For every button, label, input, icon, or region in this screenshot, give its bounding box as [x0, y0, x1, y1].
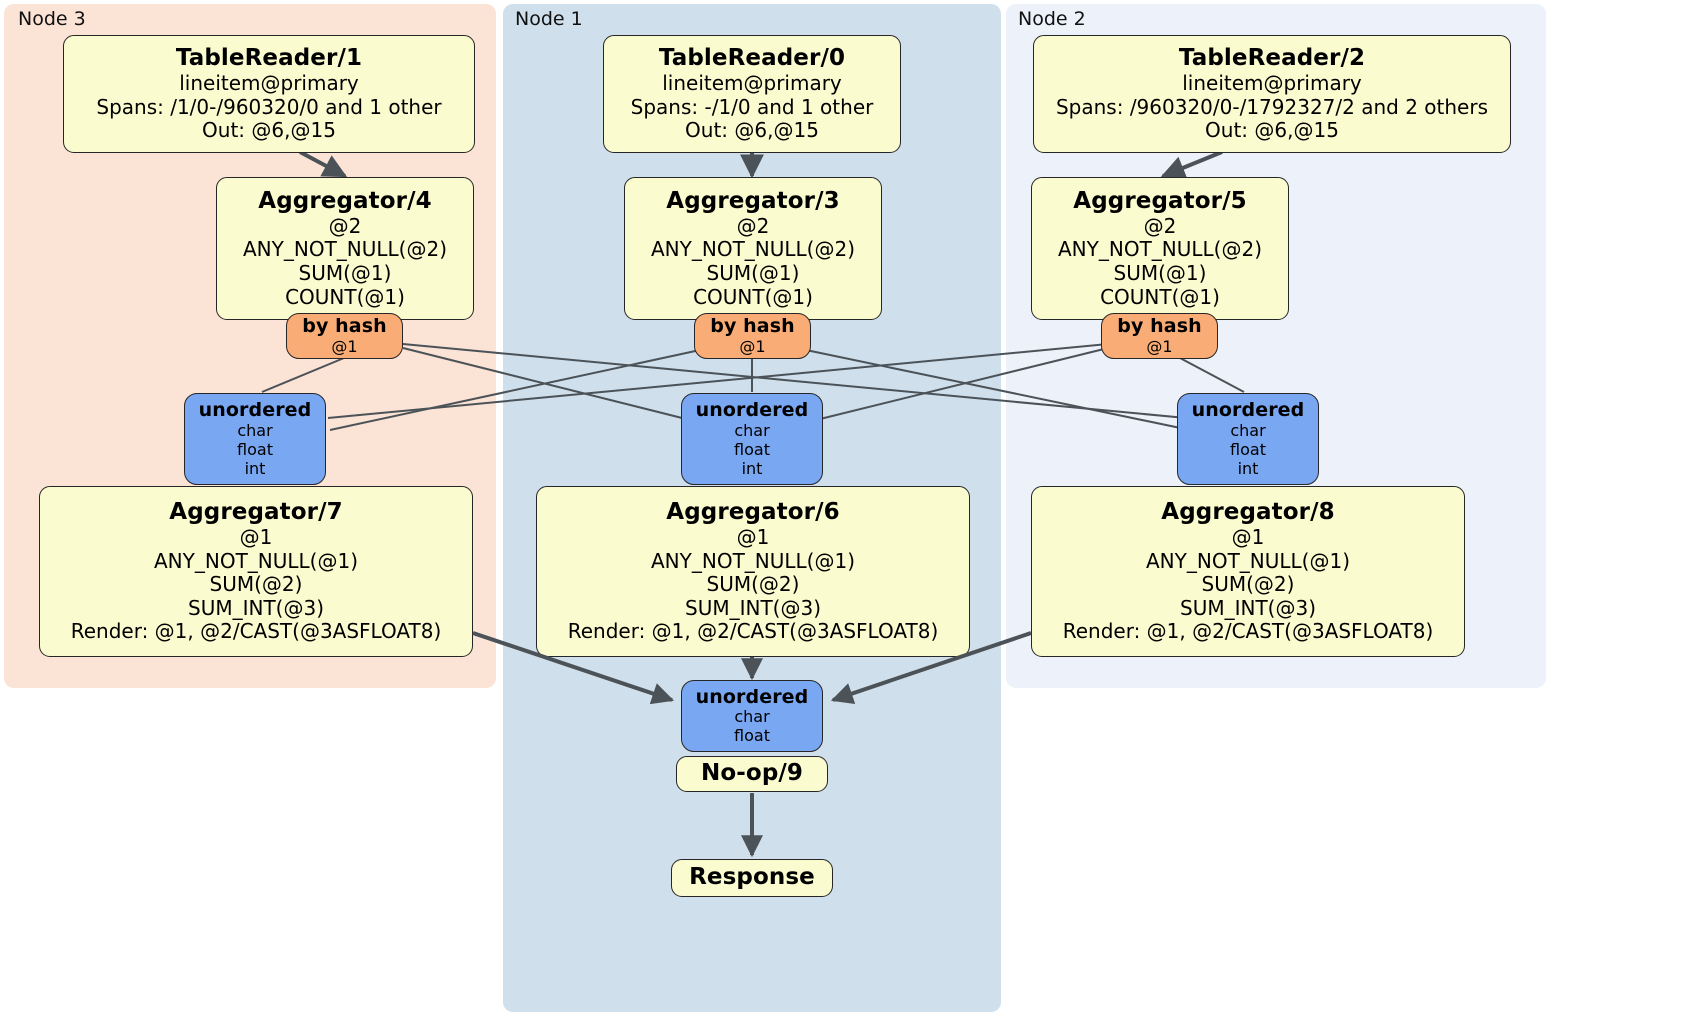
- node-line: @2: [328, 213, 362, 238]
- node-line: lineitem@primary: [662, 71, 842, 96]
- node-line: float: [1230, 439, 1266, 459]
- node-line: ANY_NOT_NULL(@2): [651, 237, 855, 262]
- node-title: unordered: [695, 685, 809, 708]
- node-title: Aggregator/3: [666, 187, 840, 214]
- node-sync-unordered-right[interactable]: unordered char float int: [1177, 393, 1319, 485]
- node-line: @1: [1146, 336, 1173, 356]
- node-no-op-9[interactable]: No-op/9: [676, 756, 828, 792]
- node-aggregator-8[interactable]: Aggregator/8 @1 ANY_NOT_NULL(@1) SUM(@2)…: [1031, 486, 1465, 657]
- cluster-node-1-label: Node 1: [515, 8, 583, 30]
- node-table-reader-2[interactable]: TableReader/2 lineitem@primary Spans: /9…: [1033, 35, 1511, 153]
- node-line: SUM(@2): [706, 572, 800, 597]
- node-title: TableReader/0: [658, 45, 846, 72]
- node-line: Spans: /1/0-/960320/0 and 1 other: [96, 94, 442, 119]
- node-line: char: [237, 420, 273, 440]
- node-line: ANY_NOT_NULL(@1): [154, 548, 358, 573]
- node-title: unordered: [1191, 399, 1305, 422]
- node-aggregator-6[interactable]: Aggregator/6 @1 ANY_NOT_NULL(@1) SUM(@2)…: [536, 486, 970, 657]
- node-line: int: [1237, 458, 1259, 478]
- node-line: ANY_NOT_NULL(@1): [651, 548, 855, 573]
- node-line: @1: [739, 336, 766, 356]
- node-title: Aggregator/7: [169, 498, 343, 525]
- node-router-by-hash-left[interactable]: by hash @1: [286, 313, 403, 359]
- node-line: ANY_NOT_NULL(@2): [243, 237, 447, 262]
- node-response[interactable]: Response: [671, 859, 833, 897]
- cluster-node-3-label: Node 3: [18, 8, 86, 30]
- node-title: Aggregator/5: [1073, 187, 1247, 214]
- node-router-by-hash-center[interactable]: by hash @1: [694, 313, 811, 359]
- node-title: unordered: [198, 399, 312, 422]
- node-aggregator-7[interactable]: Aggregator/7 @1 ANY_NOT_NULL(@1) SUM(@2)…: [39, 486, 473, 657]
- node-line: @1: [239, 525, 273, 550]
- node-line: SUM_INT(@3): [685, 595, 821, 620]
- node-line: @1: [736, 525, 770, 550]
- node-router-by-hash-right[interactable]: by hash @1: [1101, 313, 1218, 359]
- node-line: float: [237, 439, 273, 459]
- node-line: Spans: -/1/0 and 1 other: [630, 94, 874, 119]
- node-line: char: [734, 707, 770, 727]
- node-title: Aggregator/6: [666, 498, 840, 525]
- node-aggregator-5[interactable]: Aggregator/5 @2 ANY_NOT_NULL(@2) SUM(@1)…: [1031, 177, 1289, 320]
- node-title: by hash: [710, 315, 795, 338]
- node-line: Spans: /960320/0-/1792327/2 and 2 others: [1055, 94, 1488, 119]
- node-line: Out: @6,@15: [1205, 118, 1339, 143]
- node-sync-unordered-left[interactable]: unordered char float int: [184, 393, 326, 485]
- node-line: @2: [736, 213, 770, 238]
- node-title: Aggregator/4: [258, 187, 432, 214]
- node-line: @1: [1231, 525, 1265, 550]
- node-line: @1: [331, 336, 358, 356]
- node-line: COUNT(@1): [693, 284, 813, 309]
- node-line: Out: @6,@15: [202, 118, 336, 143]
- node-title: by hash: [302, 315, 387, 338]
- node-line: Render: @1, @2/CAST(@3ASFLOAT8): [1062, 619, 1434, 644]
- node-line: Render: @1, @2/CAST(@3ASFLOAT8): [567, 619, 939, 644]
- node-line: SUM_INT(@3): [188, 595, 324, 620]
- node-aggregator-3[interactable]: Aggregator/3 @2 ANY_NOT_NULL(@2) SUM(@1)…: [624, 177, 882, 320]
- node-line: SUM(@1): [298, 261, 392, 286]
- node-table-reader-0[interactable]: TableReader/0 lineitem@primary Spans: -/…: [603, 35, 901, 153]
- node-line: ANY_NOT_NULL(@2): [1058, 237, 1262, 262]
- node-title: TableReader/1: [175, 45, 363, 72]
- node-title: No-op/9: [701, 760, 803, 787]
- node-line: SUM(@1): [1113, 261, 1207, 286]
- node-line: SUM(@1): [706, 261, 800, 286]
- node-title: unordered: [695, 399, 809, 422]
- node-line: SUM(@2): [209, 572, 303, 597]
- node-line: float: [734, 726, 770, 746]
- node-table-reader-1[interactable]: TableReader/1 lineitem@primary Spans: /1…: [63, 35, 475, 153]
- node-title: TableReader/2: [1178, 45, 1366, 72]
- node-title: Aggregator/8: [1161, 498, 1335, 525]
- node-line: lineitem@primary: [179, 71, 359, 96]
- node-line: SUM(@2): [1201, 572, 1295, 597]
- node-line: COUNT(@1): [285, 284, 405, 309]
- node-line: lineitem@primary: [1182, 71, 1362, 96]
- node-line: int: [741, 458, 763, 478]
- node-line: @2: [1143, 213, 1177, 238]
- node-sync-unordered-final[interactable]: unordered char float: [681, 680, 823, 752]
- node-line: int: [244, 458, 266, 478]
- node-aggregator-4[interactable]: Aggregator/4 @2 ANY_NOT_NULL(@2) SUM(@1)…: [216, 177, 474, 320]
- node-line: float: [734, 439, 770, 459]
- cluster-node-2-label: Node 2: [1018, 8, 1086, 30]
- node-sync-unordered-center[interactable]: unordered char float int: [681, 393, 823, 485]
- node-line: COUNT(@1): [1100, 284, 1220, 309]
- node-title: Response: [689, 864, 815, 891]
- node-title: by hash: [1117, 315, 1202, 338]
- node-line: char: [734, 420, 770, 440]
- node-line: ANY_NOT_NULL(@1): [1146, 548, 1350, 573]
- node-line: Render: @1, @2/CAST(@3ASFLOAT8): [70, 619, 442, 644]
- node-line: SUM_INT(@3): [1180, 595, 1316, 620]
- node-line: Out: @6,@15: [685, 118, 819, 143]
- node-line: char: [1230, 420, 1266, 440]
